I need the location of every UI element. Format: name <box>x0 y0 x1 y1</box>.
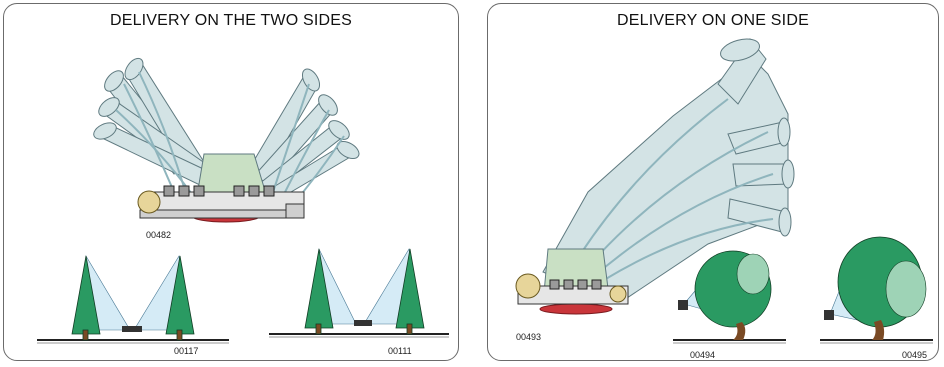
pulley-right <box>610 286 626 302</box>
tree-one-side-a <box>673 251 786 343</box>
trees-two-sides-b <box>269 249 449 337</box>
right-ducts <box>249 66 362 202</box>
figure-code-tree-b: 00495 <box>902 350 927 360</box>
trees-two-sides-a <box>37 256 229 343</box>
two-sides-illustration <box>4 4 459 361</box>
pulley <box>516 274 540 298</box>
red-base <box>540 304 612 314</box>
panel-two-sides: DELIVERY ON THE TWO SIDES <box>3 3 459 361</box>
one-side-illustration <box>488 4 939 361</box>
tree-one-side-b <box>820 237 933 343</box>
figure-code-trees-a: 00117 <box>174 346 198 356</box>
figure-code-trees-b: 00111 <box>388 346 412 356</box>
dual-sided-sprayer <box>91 55 362 222</box>
sprayer-silhouette <box>824 310 834 320</box>
figure-code-tree-a: 00494 <box>690 350 715 360</box>
pulley <box>138 191 160 213</box>
figure-code-sprayer: 00482 <box>146 230 171 240</box>
panel-one-side: DELIVERY ON ONE SIDE <box>487 3 939 361</box>
hitch <box>286 204 304 218</box>
sprayer-silhouette <box>354 320 372 326</box>
frame-bar <box>140 210 300 218</box>
sprayer-silhouette <box>678 300 688 310</box>
left-ducts <box>91 55 214 186</box>
figure-code-sprayer: 00493 <box>516 332 541 342</box>
sprayer-silhouette <box>122 326 142 332</box>
